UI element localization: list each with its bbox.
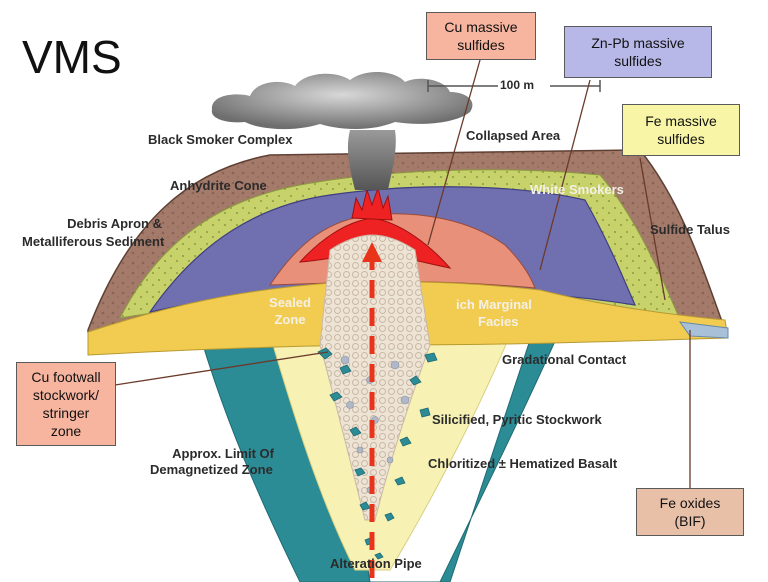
callout-fe-oxides-bif: Fe oxides (BIF) bbox=[636, 488, 744, 536]
label-anhydrite-cone: Anhydrite Cone bbox=[170, 178, 267, 193]
fluid-flow-arrowhead bbox=[362, 242, 382, 262]
scale-label: 100 m bbox=[500, 78, 535, 92]
smoke-plume bbox=[347, 130, 396, 190]
callout-fe-massive-sulfides: Fe massive sulfides bbox=[622, 104, 740, 156]
callout-znpb-massive-sulfides: Zn-Pb massive sulfides bbox=[564, 26, 712, 78]
smoke-cloud bbox=[211, 71, 473, 130]
label-zone: Zone bbox=[274, 312, 306, 327]
label-metalliferous-sediment: Metalliferous Sediment bbox=[22, 234, 165, 249]
label-facies: Facies bbox=[478, 314, 519, 329]
label-sulfide-talus: Sulfide Talus bbox=[650, 222, 730, 237]
stockwork-mesh-pattern bbox=[320, 235, 430, 520]
label-white-smokers: White Smokers bbox=[530, 182, 624, 197]
label-sealed: Sealed bbox=[269, 295, 311, 310]
leader-lines bbox=[114, 59, 691, 488]
label-silicified-pyritic-stockwork: Silicified, Pyritic Stockwork bbox=[432, 412, 602, 427]
label-black-smoker-complex: Black Smoker Complex bbox=[148, 132, 293, 147]
black-smoker-chimneys bbox=[351, 186, 393, 221]
label-chloritized-basalt: Chloritized ± Hematized Basalt bbox=[428, 456, 618, 471]
label-demagnetized-zone: Demagnetized Zone bbox=[150, 462, 273, 477]
label-approx-limit: Approx. Limit Of bbox=[172, 446, 274, 461]
callout-cu-footwall-stockwork: Cu footwall stockwork/ stringer zone bbox=[16, 362, 116, 446]
label-gradational-contact: Gradational Contact bbox=[502, 352, 627, 367]
label-collapsed-area: Collapsed Area bbox=[466, 128, 561, 143]
diagram-title: VMS bbox=[22, 31, 122, 83]
label-rich-marginal: ich Marginal bbox=[456, 297, 532, 312]
label-debris-apron: Debris Apron & bbox=[67, 216, 162, 231]
basalt-clasts bbox=[317, 347, 438, 560]
callout-cu-massive-sulfides: Cu massive sulfides bbox=[426, 12, 536, 60]
label-alteration-pipe: Alteration Pipe bbox=[330, 556, 422, 571]
fe-oxide-layer bbox=[678, 321, 729, 339]
